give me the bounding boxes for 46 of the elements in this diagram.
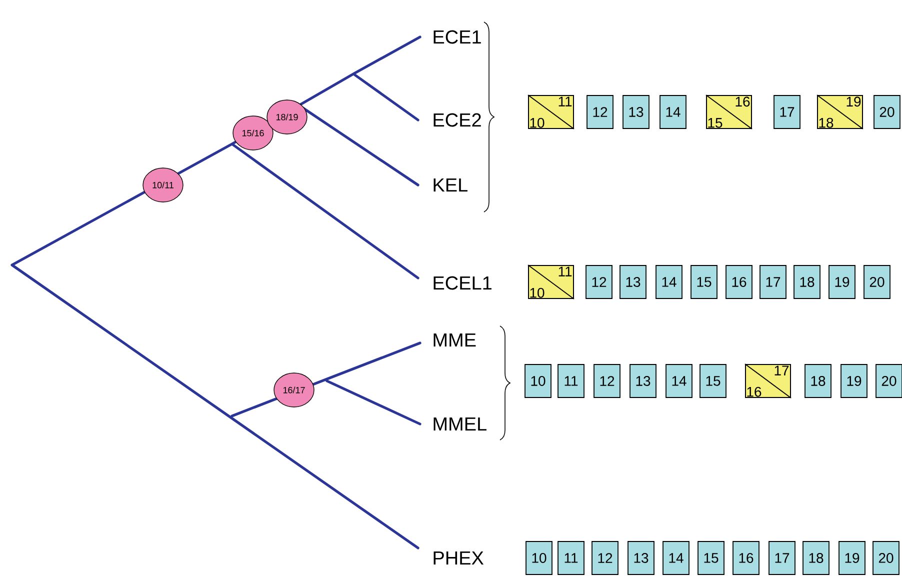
exon-box: 10 bbox=[524, 364, 552, 398]
split-exon-box: 18 19 bbox=[816, 94, 864, 130]
exon-box: 17 bbox=[760, 265, 786, 299]
exon-box: 10 bbox=[526, 541, 552, 575]
split-exon-box: 10 11 bbox=[528, 264, 574, 300]
exon-box: 15 bbox=[698, 541, 724, 575]
exon-box: 20 bbox=[876, 364, 902, 398]
exon-box: 14 bbox=[660, 95, 686, 129]
exon-box: 11 bbox=[558, 541, 584, 575]
exon-box: 19 bbox=[838, 541, 866, 575]
exon-box: 19 bbox=[840, 364, 868, 398]
exon-box: 16 bbox=[732, 541, 760, 575]
gene-label: KEL bbox=[434, 178, 468, 192]
gene-label: ECE2 bbox=[434, 113, 481, 127]
split-exon-box: 10 11 bbox=[528, 94, 574, 130]
exon-box: 17 bbox=[774, 95, 800, 129]
exon-box: 15 bbox=[690, 265, 718, 299]
split-exon-box: 16 17 bbox=[744, 364, 792, 398]
gene-label: ECEL1 bbox=[434, 276, 492, 290]
gene-label: MME bbox=[434, 333, 476, 347]
exon-box: 18 bbox=[802, 541, 830, 575]
exon-box: 12 bbox=[592, 541, 618, 575]
gene-label: PHEX bbox=[434, 551, 484, 565]
exon-box: 13 bbox=[620, 265, 646, 299]
split-exon-box: 15 16 bbox=[706, 94, 752, 130]
exon-box: 20 bbox=[872, 541, 900, 575]
exon-box: 20 bbox=[874, 95, 900, 129]
exon-box: 12 bbox=[594, 364, 620, 398]
exon-box: 18 bbox=[804, 364, 832, 398]
exon-box: 12 bbox=[586, 265, 612, 299]
exon-box: 12 bbox=[586, 95, 614, 129]
exon-box: 13 bbox=[630, 364, 656, 398]
exon-box: 13 bbox=[628, 541, 654, 575]
gene-label: ECE1 bbox=[434, 30, 481, 44]
exon-box: 14 bbox=[656, 265, 682, 299]
exon-box: 18 bbox=[794, 265, 820, 299]
exon-box: 17 bbox=[768, 541, 796, 575]
exon-box: 19 bbox=[828, 265, 856, 299]
exon-box: 14 bbox=[662, 541, 690, 575]
exon-box: 14 bbox=[666, 364, 692, 398]
exon-box: 11 bbox=[558, 364, 584, 398]
exon-box: 16 bbox=[726, 265, 752, 299]
gene-label: MMEL bbox=[434, 417, 486, 431]
exon-box: 13 bbox=[622, 95, 650, 129]
exon-box: 15 bbox=[700, 364, 726, 398]
exon-box: 20 bbox=[864, 265, 890, 299]
